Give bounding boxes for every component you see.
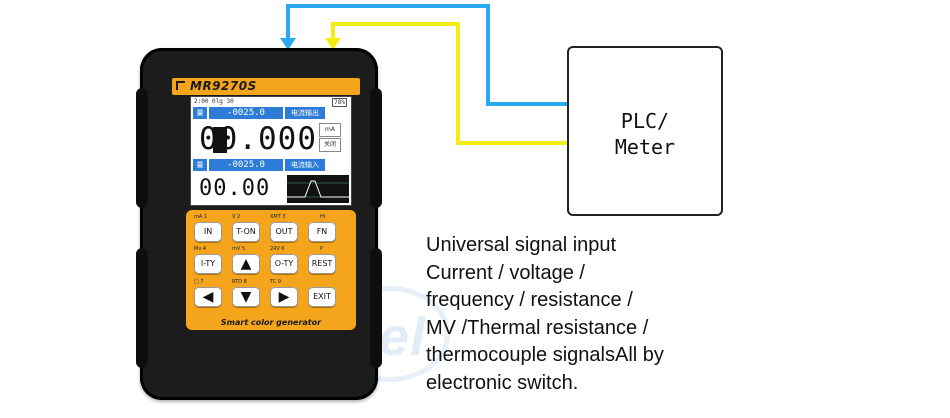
- device-header-bar: [172, 78, 360, 95]
- description-line: Current / voltage /: [426, 261, 585, 284]
- secondary-value: 00.00: [199, 176, 271, 201]
- brand-label: Smart color generator: [220, 318, 322, 327]
- plc-label-line2: Meter: [614, 135, 676, 159]
- key-label: TC 9: [270, 279, 282, 285]
- cursor-highlight: [213, 127, 227, 153]
- range-label-2: 量程:: [193, 159, 207, 181]
- key-label: □ 7: [194, 279, 204, 285]
- range-value-1: -0025.0: [209, 107, 283, 119]
- right-grip: [370, 88, 382, 208]
- key-label: V 2: [232, 214, 241, 220]
- i-ty-key[interactable]: I-TY: [194, 254, 222, 274]
- plc-meter-label: PLC/ Meter: [567, 108, 723, 160]
- left-arrow-key[interactable]: ◀: [194, 287, 222, 307]
- left-grip: [136, 88, 148, 208]
- fn-key[interactable]: FN: [308, 222, 336, 242]
- corner-bracket-icon: [176, 81, 185, 90]
- left-grip-lower: [136, 248, 148, 368]
- plc-meter-box: [567, 46, 723, 216]
- output-status: 关闭: [319, 138, 341, 152]
- right-grip-lower: [370, 248, 382, 368]
- status-time: 2:00 0lg 30: [194, 98, 234, 105]
- yellow-wire-arrow: [325, 38, 341, 50]
- range-label-1: 量程:: [193, 107, 207, 129]
- key-label: mA 1: [194, 214, 208, 220]
- blue-wire-arrow: [280, 38, 296, 50]
- in-key[interactable]: IN: [194, 222, 222, 242]
- waveform-graph: [287, 175, 349, 203]
- mode-tag-output: 电流输出: [285, 107, 325, 119]
- right-arrow-key[interactable]: ▶: [270, 287, 298, 307]
- blue-wire: [286, 4, 567, 106]
- key-label: XMT 3: [270, 214, 286, 220]
- up-arrow-key[interactable]: ▲: [232, 254, 260, 274]
- down-arrow-key[interactable]: ▼: [232, 287, 260, 307]
- key-label: mV 5: [232, 246, 246, 252]
- description-line: electronic switch.: [426, 371, 579, 394]
- key-label: P: [320, 246, 324, 252]
- t-on-key[interactable]: T-ON: [232, 222, 260, 242]
- yellow-wire: [331, 22, 567, 145]
- mode-tag-input: 电流输入: [285, 159, 325, 171]
- model-label: MR9270S: [190, 79, 257, 93]
- o-ty-key[interactable]: O-TY: [270, 254, 298, 274]
- plc-label-line1: PLC/: [620, 109, 670, 133]
- description-line: MV /Thermal resistance /: [426, 316, 649, 339]
- main-value: 00.000: [199, 121, 317, 157]
- key-label: Mv 4: [194, 246, 207, 252]
- description-text: Universal signal input Current / voltage…: [426, 232, 846, 397]
- description-line: Universal signal input: [426, 234, 617, 256]
- key-label: 24V 6: [270, 246, 285, 252]
- key-label: Hi: [320, 214, 326, 220]
- key-label: RTD 8: [232, 279, 247, 285]
- range-value-2: -0025.0: [209, 159, 283, 171]
- description-line: frequency / resistance /: [426, 289, 633, 311]
- out-key[interactable]: OUT: [270, 222, 298, 242]
- unit-ma: mA: [319, 123, 341, 137]
- description-line: thermocouple signalsAll by: [426, 344, 664, 366]
- rest-key[interactable]: REST: [308, 254, 336, 274]
- device-screen: 2:00 0lg 30 78% 量程: -0025.0 电流输出 00.000 …: [190, 96, 352, 206]
- exit-key[interactable]: EXIT: [308, 287, 336, 307]
- battery-indicator: 78%: [332, 98, 347, 107]
